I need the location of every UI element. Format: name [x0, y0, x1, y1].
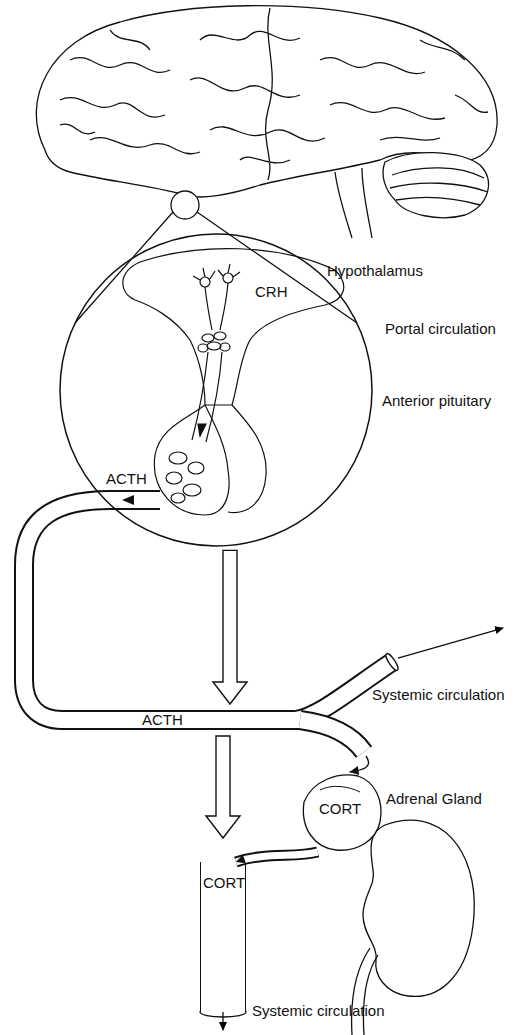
region-label: Portal circulation — [385, 320, 496, 338]
flow-arrow — [398, 628, 503, 658]
zoom-lines — [75, 212, 357, 323]
flow-arrowhead — [198, 424, 206, 436]
capillary-loop — [183, 484, 201, 496]
ureter — [352, 948, 378, 1035]
cerebellum-folia — [390, 168, 488, 205]
hormone-label: CORT — [203, 874, 245, 892]
hypothalamus-pituitary-drawing — [123, 249, 344, 515]
region-label: Hypothalamus — [327, 262, 423, 280]
vessel-lumen — [24, 500, 300, 720]
capillary-loop — [169, 452, 187, 464]
capillary-loop — [171, 493, 185, 503]
block-arrow — [206, 736, 240, 838]
circulation-label: Systemic circulation — [252, 1002, 385, 1020]
adrenal-gland: CORTAdrenal Gland — [298, 772, 384, 852]
vessel-wall — [24, 500, 300, 720]
anterior-lobe — [154, 405, 229, 515]
capillary-loop — [166, 472, 182, 484]
gland-detail — [320, 786, 360, 792]
block-arrow — [213, 550, 247, 704]
cerebellum — [383, 153, 488, 218]
hormone-label: CORT — [319, 800, 361, 818]
region-label: Anterior pituitary — [382, 392, 491, 410]
kidney — [363, 820, 474, 996]
neuron — [223, 273, 233, 283]
gland-outline — [303, 775, 381, 850]
flow-line — [350, 756, 369, 772]
hormone-label: ACTH — [142, 711, 183, 729]
vessel-wall — [300, 720, 364, 752]
flow-connector — [300, 720, 369, 775]
portal-plexus — [198, 344, 208, 352]
vessel-lumen — [236, 852, 318, 862]
magnified-circle: CRH ACTH — [59, 233, 373, 547]
organ-label: Adrenal Gland — [386, 790, 482, 808]
portal-plexus — [214, 332, 226, 340]
neuron-processes — [193, 264, 240, 330]
brainstem — [335, 168, 372, 238]
portal-plexus — [220, 343, 230, 351]
portal-plexus — [202, 334, 214, 342]
neuron — [200, 277, 210, 287]
vessel-lumen — [300, 720, 364, 752]
capillary-loop — [188, 462, 204, 474]
hormone-label: ACTH — [106, 470, 147, 488]
cort-vessel: CORT — [200, 862, 246, 1012]
flow-arrowhead — [122, 495, 134, 505]
circle-outline — [59, 233, 373, 547]
hypothalamus-outline — [123, 249, 344, 405]
portal-vessels — [192, 352, 222, 442]
vessel-wall — [236, 852, 318, 862]
vessel-opening — [384, 652, 400, 672]
circulation-label: Systemic circulation — [372, 686, 505, 704]
arrowhead — [350, 766, 360, 775]
acth-vessel: ACTH — [50, 710, 300, 730]
flow-connector — [206, 736, 240, 838]
magnified-spot — [171, 191, 199, 219]
arrowhead — [236, 855, 246, 864]
hormone-label: CRH — [255, 283, 288, 301]
posterior-lobe — [228, 405, 266, 513]
circle-outline — [60, 234, 372, 546]
flow-connector — [213, 550, 247, 704]
portal-plexus — [207, 342, 221, 350]
brain-drawing — [36, 6, 497, 323]
flow-connector — [236, 852, 318, 863]
